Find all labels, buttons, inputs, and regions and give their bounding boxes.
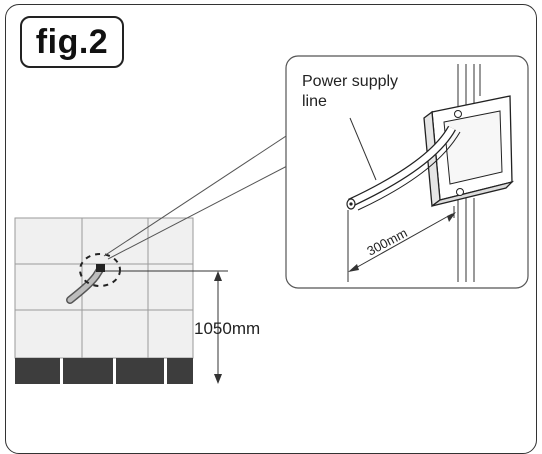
power-cable bbox=[348, 126, 455, 206]
zoom-line-2 bbox=[107, 149, 319, 260]
power-line-label-1: Power supply bbox=[302, 73, 398, 90]
junction-box bbox=[423, 95, 515, 208]
box-screw-top bbox=[454, 110, 462, 118]
height-arrow-bottom bbox=[214, 374, 222, 384]
dim-300-arrow-right bbox=[447, 212, 456, 222]
cable-end-core bbox=[349, 202, 353, 206]
skirting-tile-3 bbox=[116, 358, 164, 384]
power-cable-inner-line bbox=[357, 131, 461, 211]
figure-label: fig.2 bbox=[20, 16, 124, 68]
zoom-line-1 bbox=[103, 114, 319, 257]
tiled-wall bbox=[14, 217, 194, 384]
dim-300-arrow-left bbox=[348, 264, 359, 272]
highlight-circle bbox=[79, 253, 121, 287]
wall-tiles bbox=[14, 217, 194, 359]
skirting-tile-4 bbox=[167, 358, 193, 384]
height-label: 1050mm bbox=[194, 319, 260, 338]
dim-300-line bbox=[351, 213, 453, 271]
box-screw-bottom bbox=[456, 188, 464, 196]
label-leader-line bbox=[349, 117, 377, 181]
cable-outlet-box bbox=[96, 264, 105, 272]
power-line-label-2: line bbox=[302, 93, 327, 110]
cable-on-wall bbox=[67, 265, 104, 303]
height-arrow-top bbox=[214, 271, 222, 281]
diagram-canvas: 1050mm Power supply line 300mm bbox=[14, 55, 529, 384]
skirting-tile-2 bbox=[63, 358, 113, 384]
skirting-tile-1 bbox=[15, 358, 60, 384]
